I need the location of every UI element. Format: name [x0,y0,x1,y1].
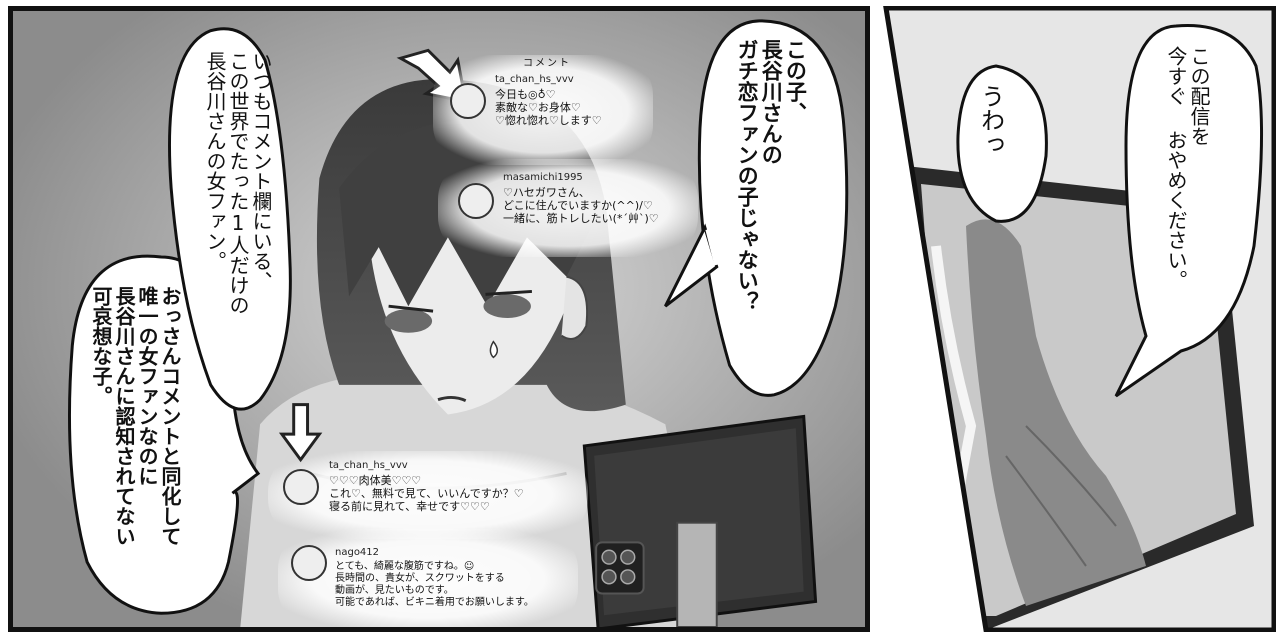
speech-bubble-large-text: この配信を 今すぐ おやめください。 [1164,46,1211,290]
comment-line: これ♡、無料で見て、いいんですか？♡ [329,487,524,500]
right-panel: うわっ この配信を 今すぐ おやめください。 [886,6,1276,632]
comment-item: ta_chan_hs_vvv 今日も◎♁♡ 素敵な♡お身体♡ ♡惚れ惚れ♡します… [495,73,602,127]
comment-line: 寝る前に見れて、幸せです♡♡♡ [329,500,490,513]
comment-line: 可能であれば、ビキニ着用でお願いします。 [335,597,534,608]
comment-line: ♡ハセガワさん、 [503,186,590,199]
comment-item: masamichi1995 ♡ハセガワさん、 どこに住んでいますか(^^)/♡ … [503,171,659,225]
comment-item: nago412 とても、綺麗な腹筋ですね。☺ 長時間の、貴女が、スクワットをする… [335,547,534,609]
avatar [291,545,327,581]
comment-line: 一緒に、筋トレしたい(*´艸`)♡ [503,212,659,225]
comment-line: ♡♡♡肉体美♡♡♡ [329,474,422,487]
comment-header: コメント [523,58,571,69]
comment-line: ♡惚れ惚れ♡します♡ [495,114,602,127]
avatar [458,183,494,219]
arrow-bottom-icon [278,403,323,463]
tablet-device [582,414,818,627]
comment-username: nago412 [335,547,380,558]
comment-username: masamichi1995 [503,172,583,183]
comment-glow [268,451,588,539]
comment-username: ta_chan_hs_vvv [329,460,408,471]
comment-line: 今日も◎♁♡ [495,88,556,101]
avatar [283,469,319,505]
speech-bubble-inner-text: いつもコメント欄にいる、 この世界でたった1人だけの 長谷川さんの女ファン。 [203,51,273,315]
comment-glow [278,529,578,627]
comment-line: とても、綺麗な腹筋ですね。☺ [335,561,475,572]
speech-bubble-outer-text: おっさんコメントと同化して 唯一の女ファンなのに 長谷川さんに認知されてない 可… [89,286,182,546]
comment-line: 長時間の、貴女が、スクワットをする [335,573,505,584]
comment-username: ta_chan_hs_vvv [495,74,574,85]
comment-item: ta_chan_hs_vvv ♡♡♡肉体美♡♡♡ これ♡、無料で見て、いいんです… [329,459,524,513]
avatar [450,83,486,119]
left-panel: コメント ta_chan_hs_vvv 今日も◎♁♡ 素敵な♡お身体♡ ♡惚れ惚… [8,6,870,632]
speech-bubble-small-text: うわっ [976,84,1005,156]
comment-line: 動画が、見たいものです。 [335,585,454,596]
speech-bubble-center-text: この子、 長谷川さんの ガチ恋ファンの子じゃない？ [735,39,808,312]
comment-line: 素敵な♡お身体♡ [495,101,581,114]
comment-line: どこに住んでいますか(^^)/♡ [503,199,653,212]
right-panel-art [886,6,1276,632]
